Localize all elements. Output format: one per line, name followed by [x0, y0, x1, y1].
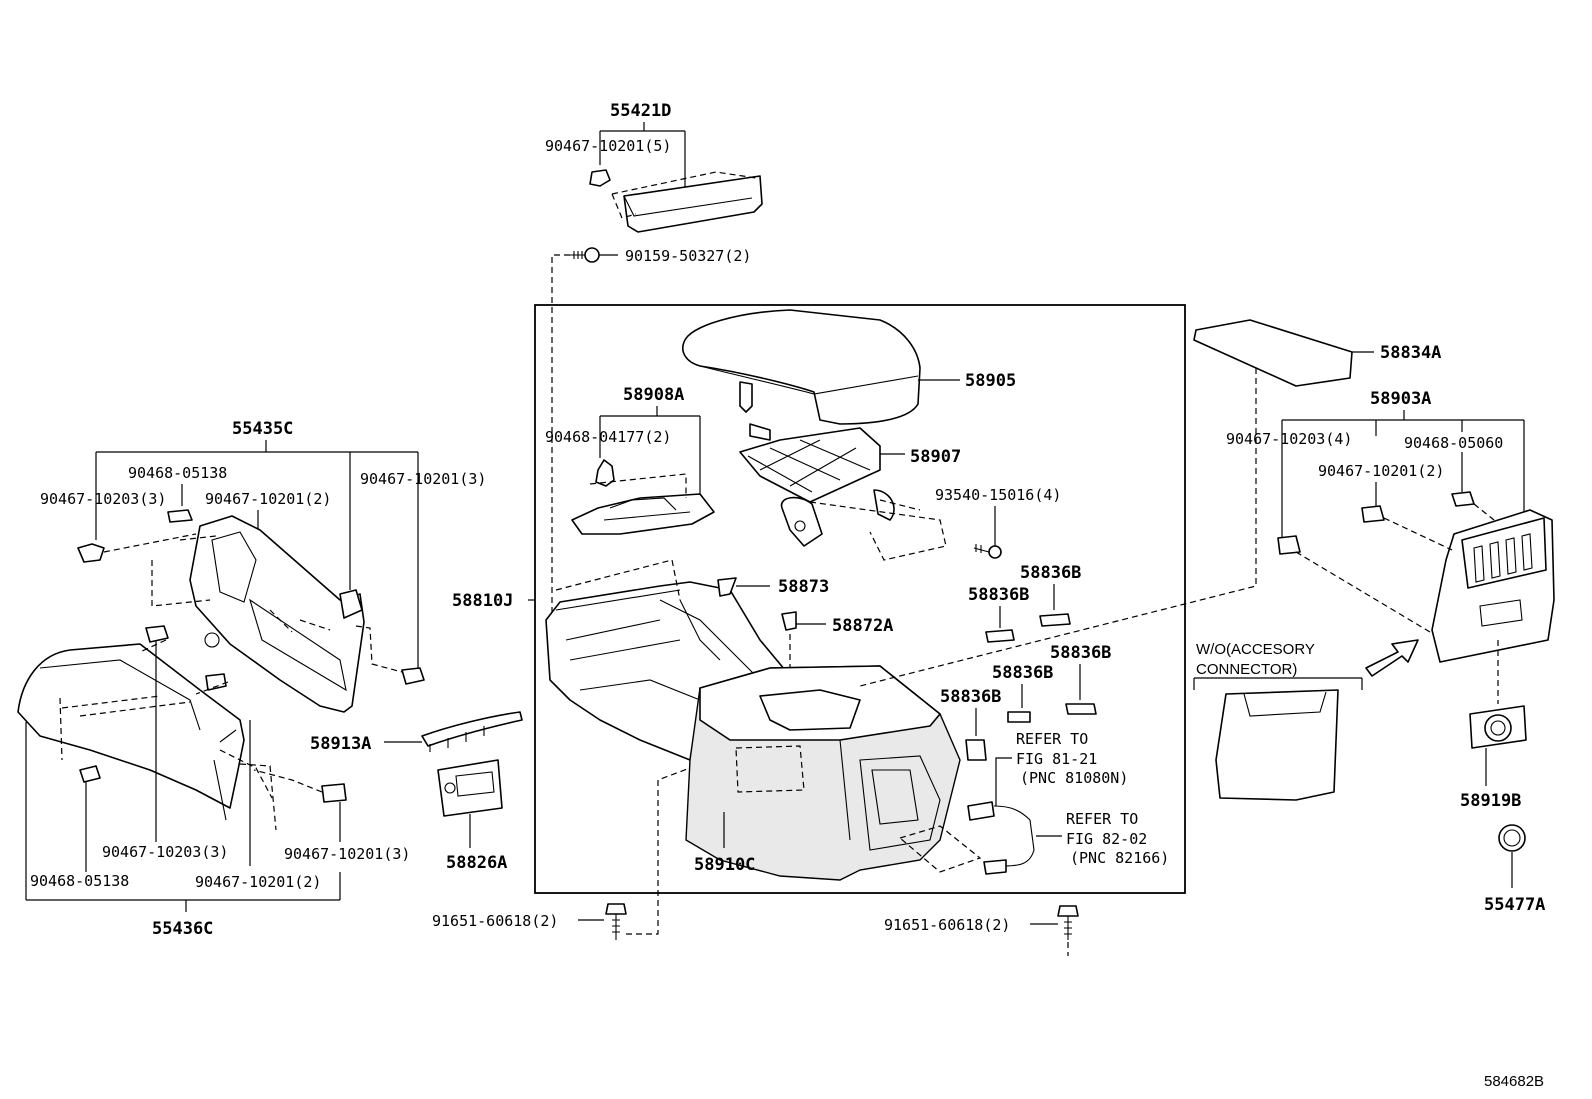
label-58836B-5: 58836B: [940, 687, 1001, 707]
screw-icon: [973, 544, 1002, 559]
refer-2-line1: REFER TO: [1066, 810, 1138, 828]
label-58836B-2: 58836B: [968, 585, 1029, 605]
label-58908A: 58908A: [623, 385, 684, 405]
wo-note-line2: CONNECTOR): [1196, 661, 1297, 678]
clip-icon: [79, 625, 347, 803]
refer-1-line3: (PNC 81080N): [1020, 769, 1128, 787]
clip-icon: [77, 509, 425, 685]
label-58873: 58873: [778, 577, 829, 597]
label-90468-04177: 90468-04177(2): [545, 428, 671, 446]
console-box-part: [685, 665, 961, 881]
label-58836B-3: 58836B: [992, 663, 1053, 683]
refer-1-line2: FIG 81-21: [1016, 750, 1097, 768]
label-58903A: 58903A: [1370, 389, 1431, 409]
label-58810J: 58810J: [452, 591, 513, 611]
connector-icon: [967, 801, 1035, 875]
label-90467-10201-2-right: 90467-10201(2): [1318, 462, 1444, 480]
label-55477A: 55477A: [1484, 895, 1545, 915]
refer-2-line3: (PNC 82166): [1070, 849, 1169, 867]
cap-part: [1498, 824, 1526, 852]
label-58907: 58907: [910, 447, 961, 467]
label-90467-10201-2-upper: 90467-10201(2): [205, 490, 331, 508]
pad-icon: [985, 629, 1015, 643]
label-90467-10203-upper: 90467-10203(3): [40, 490, 166, 508]
clip-58872A-icon: [781, 611, 797, 631]
rear-mat-part: [1193, 319, 1353, 387]
label-58910C: 58910C: [694, 855, 755, 875]
armrest-lid-part: [682, 309, 921, 425]
label-55421D: 55421D: [610, 101, 671, 121]
label-93540-15016: 93540-15016(4): [935, 486, 1061, 504]
label-90467-10201-2-lower: 90467-10201(2): [195, 873, 321, 891]
label-90468-05138-upper: 90468-05138: [128, 464, 227, 482]
label-58836B-4: 58836B: [1050, 643, 1111, 663]
pad-icon: [1065, 703, 1097, 715]
label-58872A: 58872A: [832, 616, 893, 636]
label-90159-50327: 90159-50327(2): [625, 247, 751, 265]
bolt-icon: [1057, 905, 1079, 940]
alt-vent-panel-part: [1215, 689, 1339, 801]
label-91651-left: 91651-60618(2): [432, 912, 558, 930]
armrest-hinge-part: [739, 423, 947, 561]
switch-panel-part: [437, 759, 503, 817]
figure-id: 584682B: [1484, 1073, 1544, 1090]
mat-clip-icon: [595, 459, 615, 487]
rear-vent-panel-part: [1431, 509, 1555, 663]
label-55436C: 55436C: [152, 919, 213, 939]
label-58834A: 58834A: [1380, 343, 1441, 363]
ring-part: [1469, 705, 1527, 749]
label-90468-05060: 90468-05060: [1404, 434, 1503, 452]
left-upper-panel-part: [189, 515, 365, 713]
console-assembly-frame: [534, 304, 1186, 894]
label-90467-10203-4: 90467-10203(4): [1226, 430, 1352, 448]
label-90467-10201-3-lower: 90467-10201(3): [284, 845, 410, 863]
label-58836B-1: 58836B: [1020, 563, 1081, 583]
label-90467-10201-3-upper: 90467-10201(3): [360, 470, 486, 488]
label-90467-10203-lower: 90467-10203(3): [102, 843, 228, 861]
refer-1-line1: REFER TO: [1016, 730, 1088, 748]
upper-panel-part: [611, 171, 763, 233]
label-55435C: 55435C: [232, 419, 293, 439]
wo-note-line1: W/O(ACCESORY: [1196, 641, 1315, 658]
label-58913A: 58913A: [310, 734, 371, 754]
left-lower-panel-part: [17, 643, 277, 831]
screw-icon: [570, 247, 600, 263]
pad-icon: [1039, 613, 1071, 627]
clip-icon: [589, 169, 611, 187]
arrow-right-icon: [1365, 639, 1419, 677]
bolt-icon: [605, 903, 627, 940]
label-90468-05138-lower: 90468-05138: [30, 872, 129, 890]
trim-strip-part: [421, 711, 523, 752]
label-58826A: 58826A: [446, 853, 507, 873]
label-91651-right: 91651-60618(2): [884, 916, 1010, 934]
armrest-mat-part: [571, 473, 715, 535]
upper-panel-group: 55421D 90467-10201(5) 90159-50327(2): [545, 101, 763, 620]
pad-icon: [965, 739, 987, 761]
refer-2-line2: FIG 82-02: [1066, 830, 1147, 848]
label-58919B: 58919B: [1460, 791, 1521, 811]
label-90467-10201-5: 90467-10201(5): [545, 137, 671, 155]
pad-icon: [1007, 711, 1031, 723]
label-58905: 58905: [965, 371, 1016, 391]
